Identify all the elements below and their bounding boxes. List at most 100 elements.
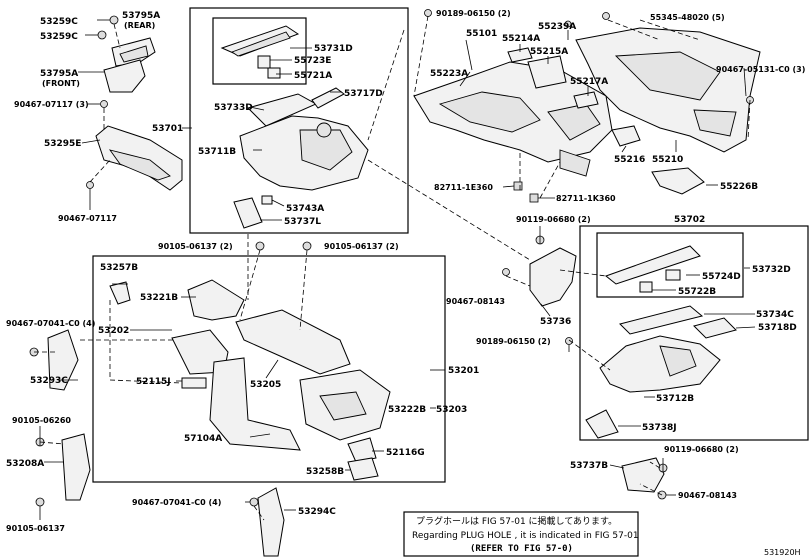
part-53743a xyxy=(261,195,273,205)
label-55216: 55216 xyxy=(614,155,645,165)
bolt-90467-07117 xyxy=(86,181,94,189)
bolt-90467-08143-a xyxy=(502,268,510,276)
part-53711b xyxy=(239,115,369,191)
label-55214a: 55214A xyxy=(502,34,540,44)
label-53294c: 53294C xyxy=(298,507,336,517)
labels: 53259C 53795A (REAR) 53259C 53795A (FRON… xyxy=(6,9,805,533)
part-55722b xyxy=(639,281,653,293)
label-55345: 55345-48020 (5) xyxy=(650,13,725,22)
label-53201: 53201 xyxy=(448,366,479,376)
label-front: (FRONT) xyxy=(42,79,80,88)
label-53734c: 53734C xyxy=(756,310,794,320)
label-90189-06150-2a: 90189-06150 (2) xyxy=(436,9,511,18)
label-52116g: 52116G xyxy=(386,448,425,458)
label-53701: 53701 xyxy=(152,124,183,134)
label-55722b: 55722B xyxy=(678,287,716,297)
clip-53259c-b xyxy=(97,30,107,40)
label-82711-1e360: 82711-1E360 xyxy=(434,183,493,192)
part-53795a-front xyxy=(103,59,146,93)
label-90105-06137: 90105-06137 xyxy=(6,524,65,533)
label-90105-06137-2b: 90105-06137 (2) xyxy=(324,242,399,251)
label-53259c-a: 53259C xyxy=(40,17,78,27)
label-90467-08143a: 90467-08143 xyxy=(446,297,505,306)
label-90467-07117-3: 90467-07117 (3) xyxy=(14,100,89,109)
label-90467-05131: 90467-05131-C0 (3) xyxy=(716,65,805,74)
label-53732d: 53732D xyxy=(752,265,791,275)
part-53732d xyxy=(604,245,701,285)
part-53258b xyxy=(347,457,379,481)
part-53712b xyxy=(599,335,721,393)
group-box-53701 xyxy=(189,7,409,234)
label-53202: 53202 xyxy=(98,326,129,336)
label-90189-06150-2b: 90189-06150 (2) xyxy=(476,337,551,346)
part-55723e xyxy=(257,55,271,69)
label-90467-07041-4a: 90467-07041-C0 (4) xyxy=(6,319,95,328)
label-82711-1k360: 82711-1K360 xyxy=(556,194,616,203)
label-55217a: 55217A xyxy=(570,77,608,87)
label-90467-07117: 90467-07117 xyxy=(58,214,117,223)
label-55210: 55210 xyxy=(652,155,683,165)
label-90119-06680-2b: 90119-06680 (2) xyxy=(664,445,739,454)
label-53717d: 53717D xyxy=(344,89,383,99)
bolt-90105-06137-a xyxy=(255,241,265,251)
label-52115j: 52115J xyxy=(136,377,171,387)
label-53795a-rear: 53795A xyxy=(122,11,160,21)
part-53221b xyxy=(187,279,245,321)
label-90105-06260: 90105-06260 xyxy=(12,416,71,425)
label-53257b: 53257B xyxy=(100,263,138,273)
label-53203: 53203 xyxy=(436,405,467,415)
group-box-53201 xyxy=(92,255,446,483)
label-53737l: 53737L xyxy=(284,217,321,227)
part-55210-cowl-top xyxy=(575,27,761,153)
part-55724d xyxy=(665,269,681,281)
label-53795a-front: 53795A xyxy=(40,69,78,79)
note-japanese: プラグホールは FIG 57-01 に掲載してあります。 xyxy=(416,515,617,527)
part-55217a xyxy=(573,91,599,109)
label-55721a: 55721A xyxy=(294,71,332,81)
part-57104a xyxy=(209,357,301,451)
label-53731d: 53731D xyxy=(314,44,353,54)
label-53737b: 53737B xyxy=(570,461,608,471)
part-53737l xyxy=(233,197,263,229)
clip-55239a xyxy=(564,20,572,28)
label-55215a: 55215A xyxy=(530,47,568,57)
label-55239a: 55239A xyxy=(538,22,576,32)
part-55226b xyxy=(651,167,705,195)
part-53738j xyxy=(585,409,619,439)
label-rear: (REAR) xyxy=(124,21,155,30)
label-53222b: 53222B xyxy=(388,405,426,415)
label-53711b: 53711B xyxy=(198,147,236,157)
grommet-82711-1e360 xyxy=(513,181,523,191)
label-53738j: 53738J xyxy=(642,423,677,433)
part-52115j xyxy=(181,377,207,389)
label-53712b: 53712B xyxy=(656,394,694,404)
part-53294c xyxy=(257,487,285,557)
label-53208a: 53208A xyxy=(6,459,44,469)
part-53736 xyxy=(529,247,577,307)
part-53208a xyxy=(61,433,91,501)
bolt-90467-07041-b xyxy=(249,497,259,507)
label-90105-06137-2a: 90105-06137 (2) xyxy=(158,242,233,251)
label-53205: 53205 xyxy=(250,380,281,390)
bolt-90105-06137 xyxy=(35,497,45,507)
part-53718d xyxy=(693,317,737,339)
label-55226b: 55226B xyxy=(720,182,758,192)
label-55223a: 55223A xyxy=(430,69,468,79)
part-53257b xyxy=(109,281,131,305)
label-53718d: 53718D xyxy=(758,323,797,333)
part-53737b xyxy=(621,457,665,493)
bolt-90467-07117-3 xyxy=(100,100,108,108)
part-55214a xyxy=(507,47,533,63)
label-53258b: 53258B xyxy=(306,467,344,477)
label-57104a: 57104A xyxy=(184,434,222,444)
part-53295e xyxy=(95,125,183,191)
label-90467-08143b: 90467-08143 xyxy=(678,491,737,500)
bolt-90189-06150-a xyxy=(424,9,432,17)
plug-hole-note: プラグホールは FIG 57-01 に掲載してあります。 Regarding P… xyxy=(412,515,639,554)
part-53795a-rear xyxy=(111,37,156,67)
label-90119-06680-2a: 90119-06680 (2) xyxy=(516,215,591,224)
part-52116g xyxy=(347,437,377,463)
part-53717d xyxy=(311,87,345,109)
